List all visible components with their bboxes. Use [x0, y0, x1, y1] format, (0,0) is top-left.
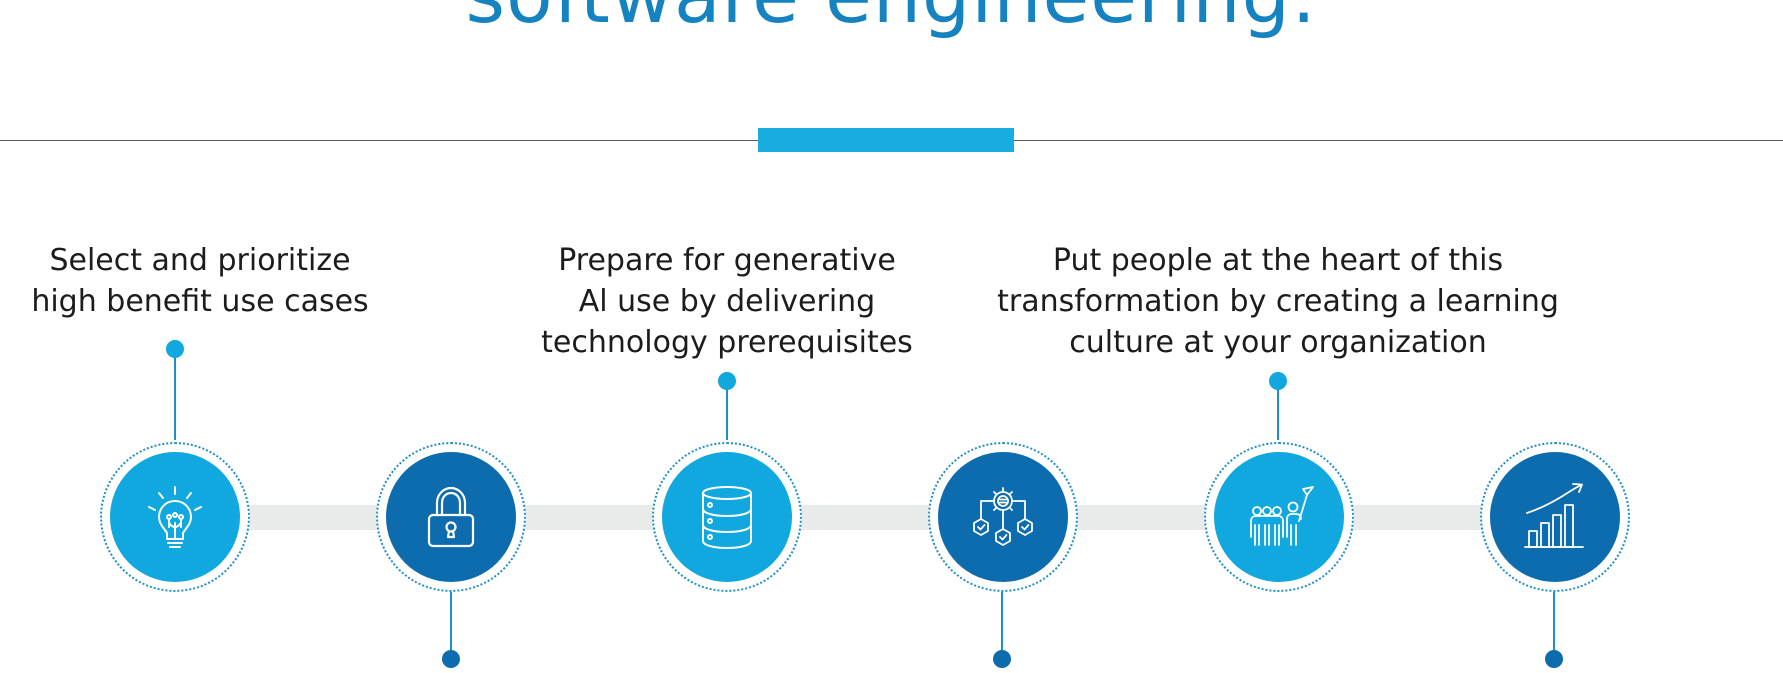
step-6-connector: [1553, 590, 1555, 658]
step-1-connector: [174, 350, 176, 440]
page-title: software engineering:: [0, 0, 1783, 34]
step-5-node: [1204, 442, 1354, 592]
team-flag-icon: [1250, 486, 1314, 546]
step-4-node: [928, 442, 1078, 592]
step-4-marker-dot: [993, 650, 1011, 668]
step-1-marker-dot: [166, 340, 184, 358]
database-icon: [702, 486, 752, 549]
step-2-connector: [450, 590, 452, 658]
step-3-connector: [726, 382, 728, 440]
accent-bar: [758, 128, 1014, 152]
step-1-text: Select and prioritize high benefit use c…: [31, 243, 369, 319]
step-5-connector: [1277, 382, 1279, 440]
step-1-node: [100, 442, 250, 592]
step-3-text: Prepare for generative Al use by deliver…: [541, 243, 913, 360]
step-3-marker-dot: [718, 372, 736, 390]
lightbulb-icon: [148, 486, 202, 548]
step-2-marker-dot: [442, 650, 460, 668]
padlock-icon: [427, 486, 475, 548]
step-6-node: [1480, 442, 1630, 592]
gear-network-icon: [973, 487, 1033, 546]
step-5-text: Put people at the heart of this transfor…: [997, 243, 1559, 360]
growth-chart-icon: [1524, 483, 1584, 548]
step-5-marker-dot: [1269, 372, 1287, 390]
step-3-node: [652, 442, 802, 592]
step-6-marker-dot: [1545, 650, 1563, 668]
step-4-connector: [1001, 590, 1003, 658]
step-2-node: [376, 442, 526, 592]
